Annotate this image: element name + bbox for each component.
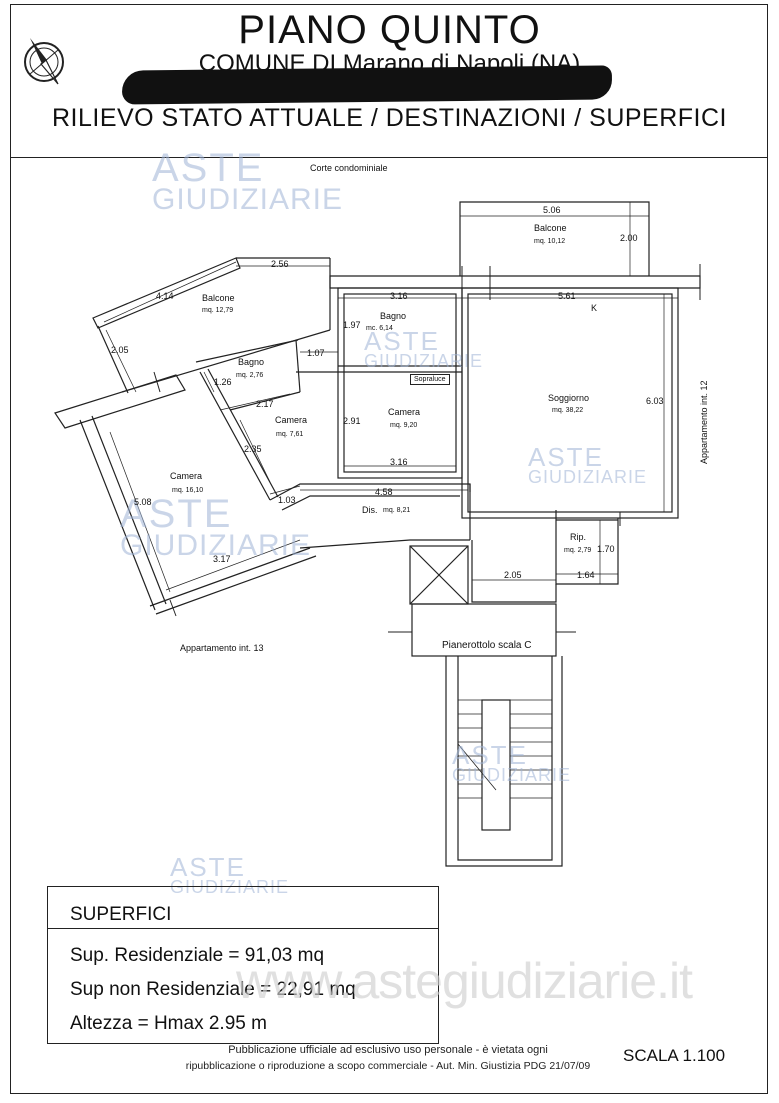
dim-label: 1.07: [307, 348, 325, 358]
room-dis-area: mq. 8,21: [383, 507, 411, 514]
camera-big-left-wall: [79, 419, 156, 611]
dim-label: 2.05: [111, 345, 129, 355]
dim-label: 5.08: [134, 497, 152, 507]
title-block: [10, 4, 768, 158]
dim-label: 3.16: [390, 291, 408, 301]
room-camera-mid: Camera: [388, 407, 421, 417]
survey-description: RILIEVO STATO ATTUALE / DESTINAZIONI / S…: [51, 104, 728, 132]
label-int13: Appartamento int. 13: [180, 643, 264, 653]
scale-label: SCALA 1.100: [623, 1046, 726, 1065]
dim-label: 3.17: [213, 554, 231, 564]
room-dis: Dis.: [362, 505, 378, 515]
room-balcone-left-area: mq. 12,79: [202, 307, 234, 314]
landing-upper: [471, 540, 557, 603]
room-camera-big: Camera: [170, 471, 203, 481]
dim-label: 4.14: [156, 291, 174, 301]
label-int12: Appartamento int. 12: [699, 380, 709, 464]
watermark-url: www.astegiudiziarie.it: [236, 953, 693, 1009]
footer-line-2: ripubblicazione o riproduzione a scopo c…: [185, 1060, 591, 1072]
room-bagno-left-area: mq. 2,76: [236, 372, 264, 379]
dim-label: 2.35: [244, 444, 262, 454]
balcony-left-edge: [97, 325, 129, 394]
dim-label: 2.17: [256, 399, 274, 409]
sup-residenziale: Sup. Residenziale = 91,03 mq: [70, 945, 325, 966]
page-title: PIANO QUINTO: [238, 8, 541, 52]
room-bagno-right-area: mc. 6,14: [366, 325, 393, 332]
room-balcone-top: Balcone: [534, 223, 567, 233]
room-bagno-left: Bagno: [238, 357, 265, 367]
dim-label: 3.16: [390, 457, 408, 467]
dim-label: 2.05: [504, 570, 522, 580]
dim-label: 2.91: [343, 416, 361, 426]
north-arrow-icon: [24, 38, 64, 85]
dim-label: 5.61: [558, 291, 576, 301]
sup-non-residenziale: Sup non Residenziale = 22,91 mq: [70, 979, 356, 1000]
room-camera-small-area: mq. 7,61: [276, 431, 304, 438]
stair-well: [445, 656, 563, 867]
camera-big-bottom-wall: [149, 547, 311, 607]
camera-big-top-wall: [54, 374, 186, 429]
dim-label: 1.97: [343, 320, 361, 330]
altezza: Altezza = Hmax 2.95 m: [70, 1013, 267, 1034]
dim-label: 1.70: [597, 544, 615, 554]
dim-label: 1.26: [214, 377, 232, 387]
dim-label: 5.06: [543, 205, 561, 215]
superfici-box: SUPERFICI Sup. Residenziale = 91,03 mq S…: [47, 886, 439, 1044]
dimension-lines: [103, 202, 678, 593]
soggiorno-outline: [461, 287, 679, 519]
corridor-bottom-wall: [299, 539, 470, 549]
label-corte: Corte condominiale: [310, 163, 388, 173]
room-rip-area: mq. 2,79: [564, 547, 592, 554]
dim-label: 1.64: [577, 570, 595, 580]
label-k: K: [591, 303, 598, 313]
dim-label: 6.03: [646, 396, 664, 406]
label-sopraluce: Sopraluce: [410, 374, 450, 385]
stair-steps: [457, 699, 552, 799]
room-soggiorno-area: mq. 38,22: [552, 407, 584, 414]
room-bagno-right: Bagno: [380, 311, 407, 321]
pianerottolo-outline: [411, 603, 557, 657]
dim-label: 4.58: [375, 487, 393, 497]
dim-label: 2.00: [620, 233, 638, 243]
wall-camera-split: [199, 371, 271, 501]
balcony-top-outline: [459, 201, 650, 276]
top-wall: [329, 275, 701, 289]
footer-line-1: Pubblicazione ufficiale ad esclusivo uso…: [228, 1044, 548, 1056]
room-balcone-left: Balcone: [202, 293, 235, 303]
dim-label: 2.56: [271, 259, 289, 269]
room-camera-small: Camera: [275, 415, 308, 425]
sheet-frame: [10, 4, 768, 1094]
rip-outline: [555, 510, 619, 585]
room-rip: Rip.: [570, 532, 587, 542]
label-pianerottolo: Pianerottolo scala C: [442, 640, 532, 651]
dim-label: 1.03: [278, 495, 296, 505]
room-balcone-top-area: mq. 10,12: [534, 238, 566, 245]
room-camera-mid-area: mq. 9,20: [390, 422, 418, 429]
room-soggiorno: Soggiorno: [548, 393, 590, 403]
grid-ticks: [153, 264, 701, 633]
superfici-heading: SUPERFICI: [48, 887, 438, 929]
room-camera-big-area: mq. 16,10: [172, 487, 204, 494]
left-wing-top-wall: [92, 257, 241, 329]
